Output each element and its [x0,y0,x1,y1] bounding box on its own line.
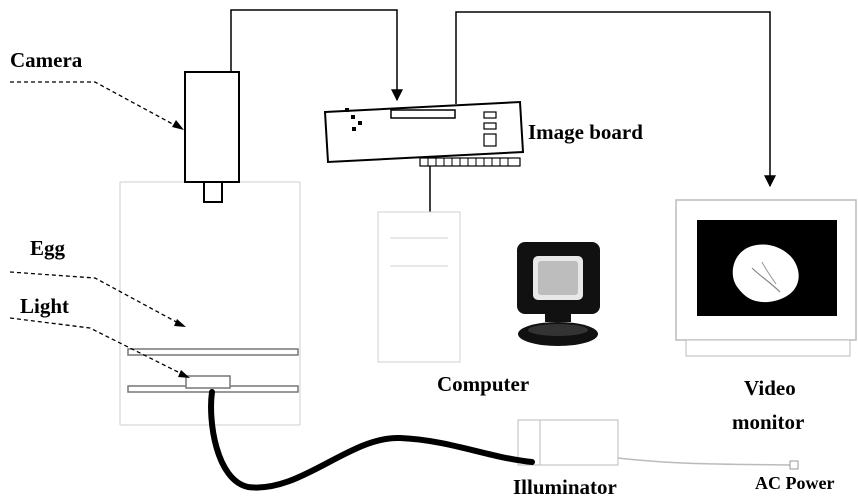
camera-to-board-arrow [231,10,397,100]
computer-tower-outline [378,212,460,362]
camera-body [185,72,239,182]
leader-lines [10,82,186,376]
image-board-label: Image board [528,122,643,143]
illuminator-label: Illuminator [513,477,617,498]
video-label: Video [744,378,796,399]
ac-power-label: AC Power [755,474,834,492]
camera-label: Camera [10,50,82,71]
illuminator-box [518,420,618,465]
computer-icon [517,242,600,346]
monitor-label: monitor [732,412,804,433]
computer-label: Computer [437,374,529,395]
egg-label: Egg [30,238,65,259]
ac-power-cord [618,458,792,465]
light-label: Light [20,296,69,317]
video-monitor-icon [676,200,856,356]
image-board-icon [325,102,523,166]
fiber-optic-cable [211,392,532,488]
camera-lens [204,182,222,202]
egg-shelf [128,349,298,355]
